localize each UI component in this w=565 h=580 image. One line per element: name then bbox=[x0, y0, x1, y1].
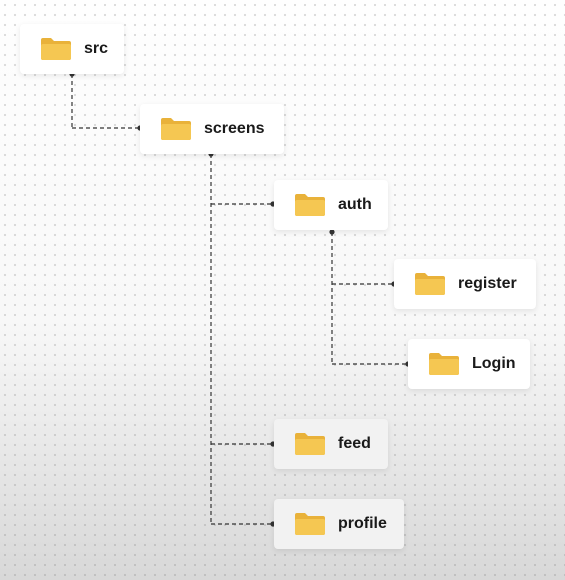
folder-label-profile: profile bbox=[338, 515, 387, 532]
connector-dot bbox=[329, 229, 335, 235]
folder-icon bbox=[41, 38, 71, 60]
folder-icon bbox=[161, 118, 191, 140]
folder-icon bbox=[295, 513, 325, 535]
folder-label-screens: screens bbox=[204, 120, 265, 137]
folder-icon bbox=[295, 433, 325, 455]
folder-icon bbox=[429, 353, 459, 375]
folder-label-login: Login bbox=[472, 355, 516, 372]
folder-node-auth[interactable]: auth bbox=[274, 180, 388, 230]
folder-node-login[interactable]: Login bbox=[408, 339, 530, 389]
folder-node-register[interactable]: register bbox=[394, 259, 536, 309]
folder-icon bbox=[415, 273, 445, 295]
folder-node-screens[interactable]: screens bbox=[140, 104, 284, 154]
folder-label-register: register bbox=[458, 275, 517, 292]
folder-node-profile[interactable]: profile bbox=[274, 499, 404, 549]
folder-icon bbox=[295, 194, 325, 216]
folder-label-src: src bbox=[84, 40, 109, 57]
folder-label-feed: feed bbox=[338, 435, 371, 452]
folder-node-feed[interactable]: feed bbox=[274, 419, 388, 469]
folder-node-src[interactable]: src bbox=[20, 24, 124, 74]
folder-label-auth: auth bbox=[338, 196, 372, 213]
